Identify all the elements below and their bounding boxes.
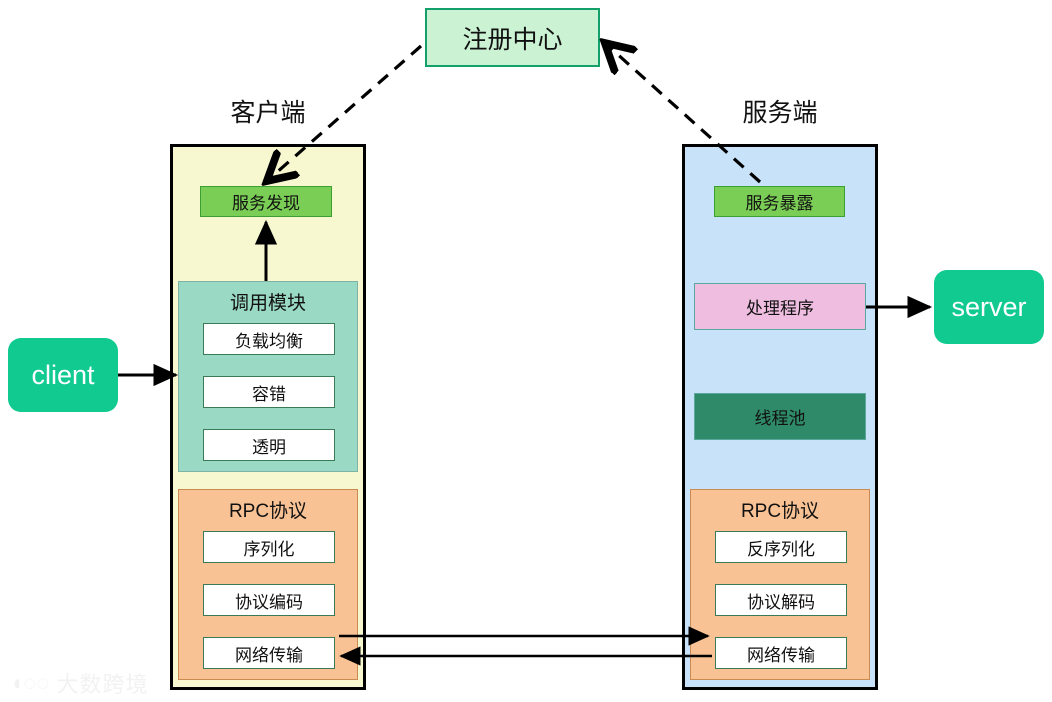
client-endpoint-label: client	[31, 359, 95, 390]
server-rpc-protocol-title: RPC协议	[740, 501, 820, 522]
server-endpoint-node[interactable]: server	[934, 270, 1044, 344]
invocation-item-transparency[interactable]: 透明	[203, 429, 335, 461]
client-side-caption-label: 客户端	[230, 99, 306, 127]
client-rpc-item-protocol-encode[interactable]: 协议编码	[203, 584, 335, 616]
registry-center-node[interactable]: 注册中心	[425, 8, 600, 67]
service-expose-label: 服务暴露	[745, 194, 814, 213]
service-discovery-label: 服务发现	[232, 194, 300, 213]
invocation-item-fault-tolerance[interactable]: 容错	[203, 376, 335, 408]
thread-pool-block[interactable]: 线程池	[694, 393, 866, 440]
server-side-caption-label: 服务端	[742, 99, 818, 127]
server-rpc-item-protocol-decode[interactable]: 协议解码	[715, 584, 847, 616]
server-rpc-protocol-group: RPC协议 反序列化 协议解码 网络传输	[690, 489, 870, 680]
watermark-text: 大数跨境	[56, 673, 149, 698]
server-rpc-item-network-transport[interactable]: 网络传输	[715, 637, 847, 669]
thread-pool-label: 线程池	[754, 409, 806, 428]
client-rpc-item-network-transport[interactable]: 网络传输	[203, 637, 335, 669]
invocation-module-title: 调用模块	[229, 293, 306, 314]
service-expose-block[interactable]: 服务暴露	[714, 186, 845, 217]
handler-label: 处理程序	[746, 299, 814, 318]
client-side-caption: 客户端	[170, 94, 366, 128]
client-rpc-protocol-group: RPC协议 序列化 协议编码 网络传输	[178, 489, 358, 680]
client-endpoint-node[interactable]: client	[8, 338, 118, 412]
handler-block[interactable]: 处理程序	[694, 283, 866, 330]
watermark-logo-icon: ◖◌◌	[10, 670, 50, 695]
server-endpoint-label: server	[951, 291, 1027, 322]
server-side-caption: 服务端	[682, 94, 878, 128]
watermark: ◖◌◌ 大数跨境	[10, 668, 190, 698]
client-rpc-protocol-title: RPC协议	[228, 501, 308, 522]
registry-center-label: 注册中心	[462, 25, 563, 54]
server-rpc-item-deserialization[interactable]: 反序列化	[715, 531, 847, 563]
client-rpc-item-serialization[interactable]: 序列化	[203, 531, 335, 563]
invocation-module-group: 调用模块 负载均衡 容错 透明	[178, 281, 358, 472]
service-discovery-block[interactable]: 服务发现	[200, 186, 332, 217]
invocation-item-load-balance[interactable]: 负载均衡	[203, 323, 335, 355]
